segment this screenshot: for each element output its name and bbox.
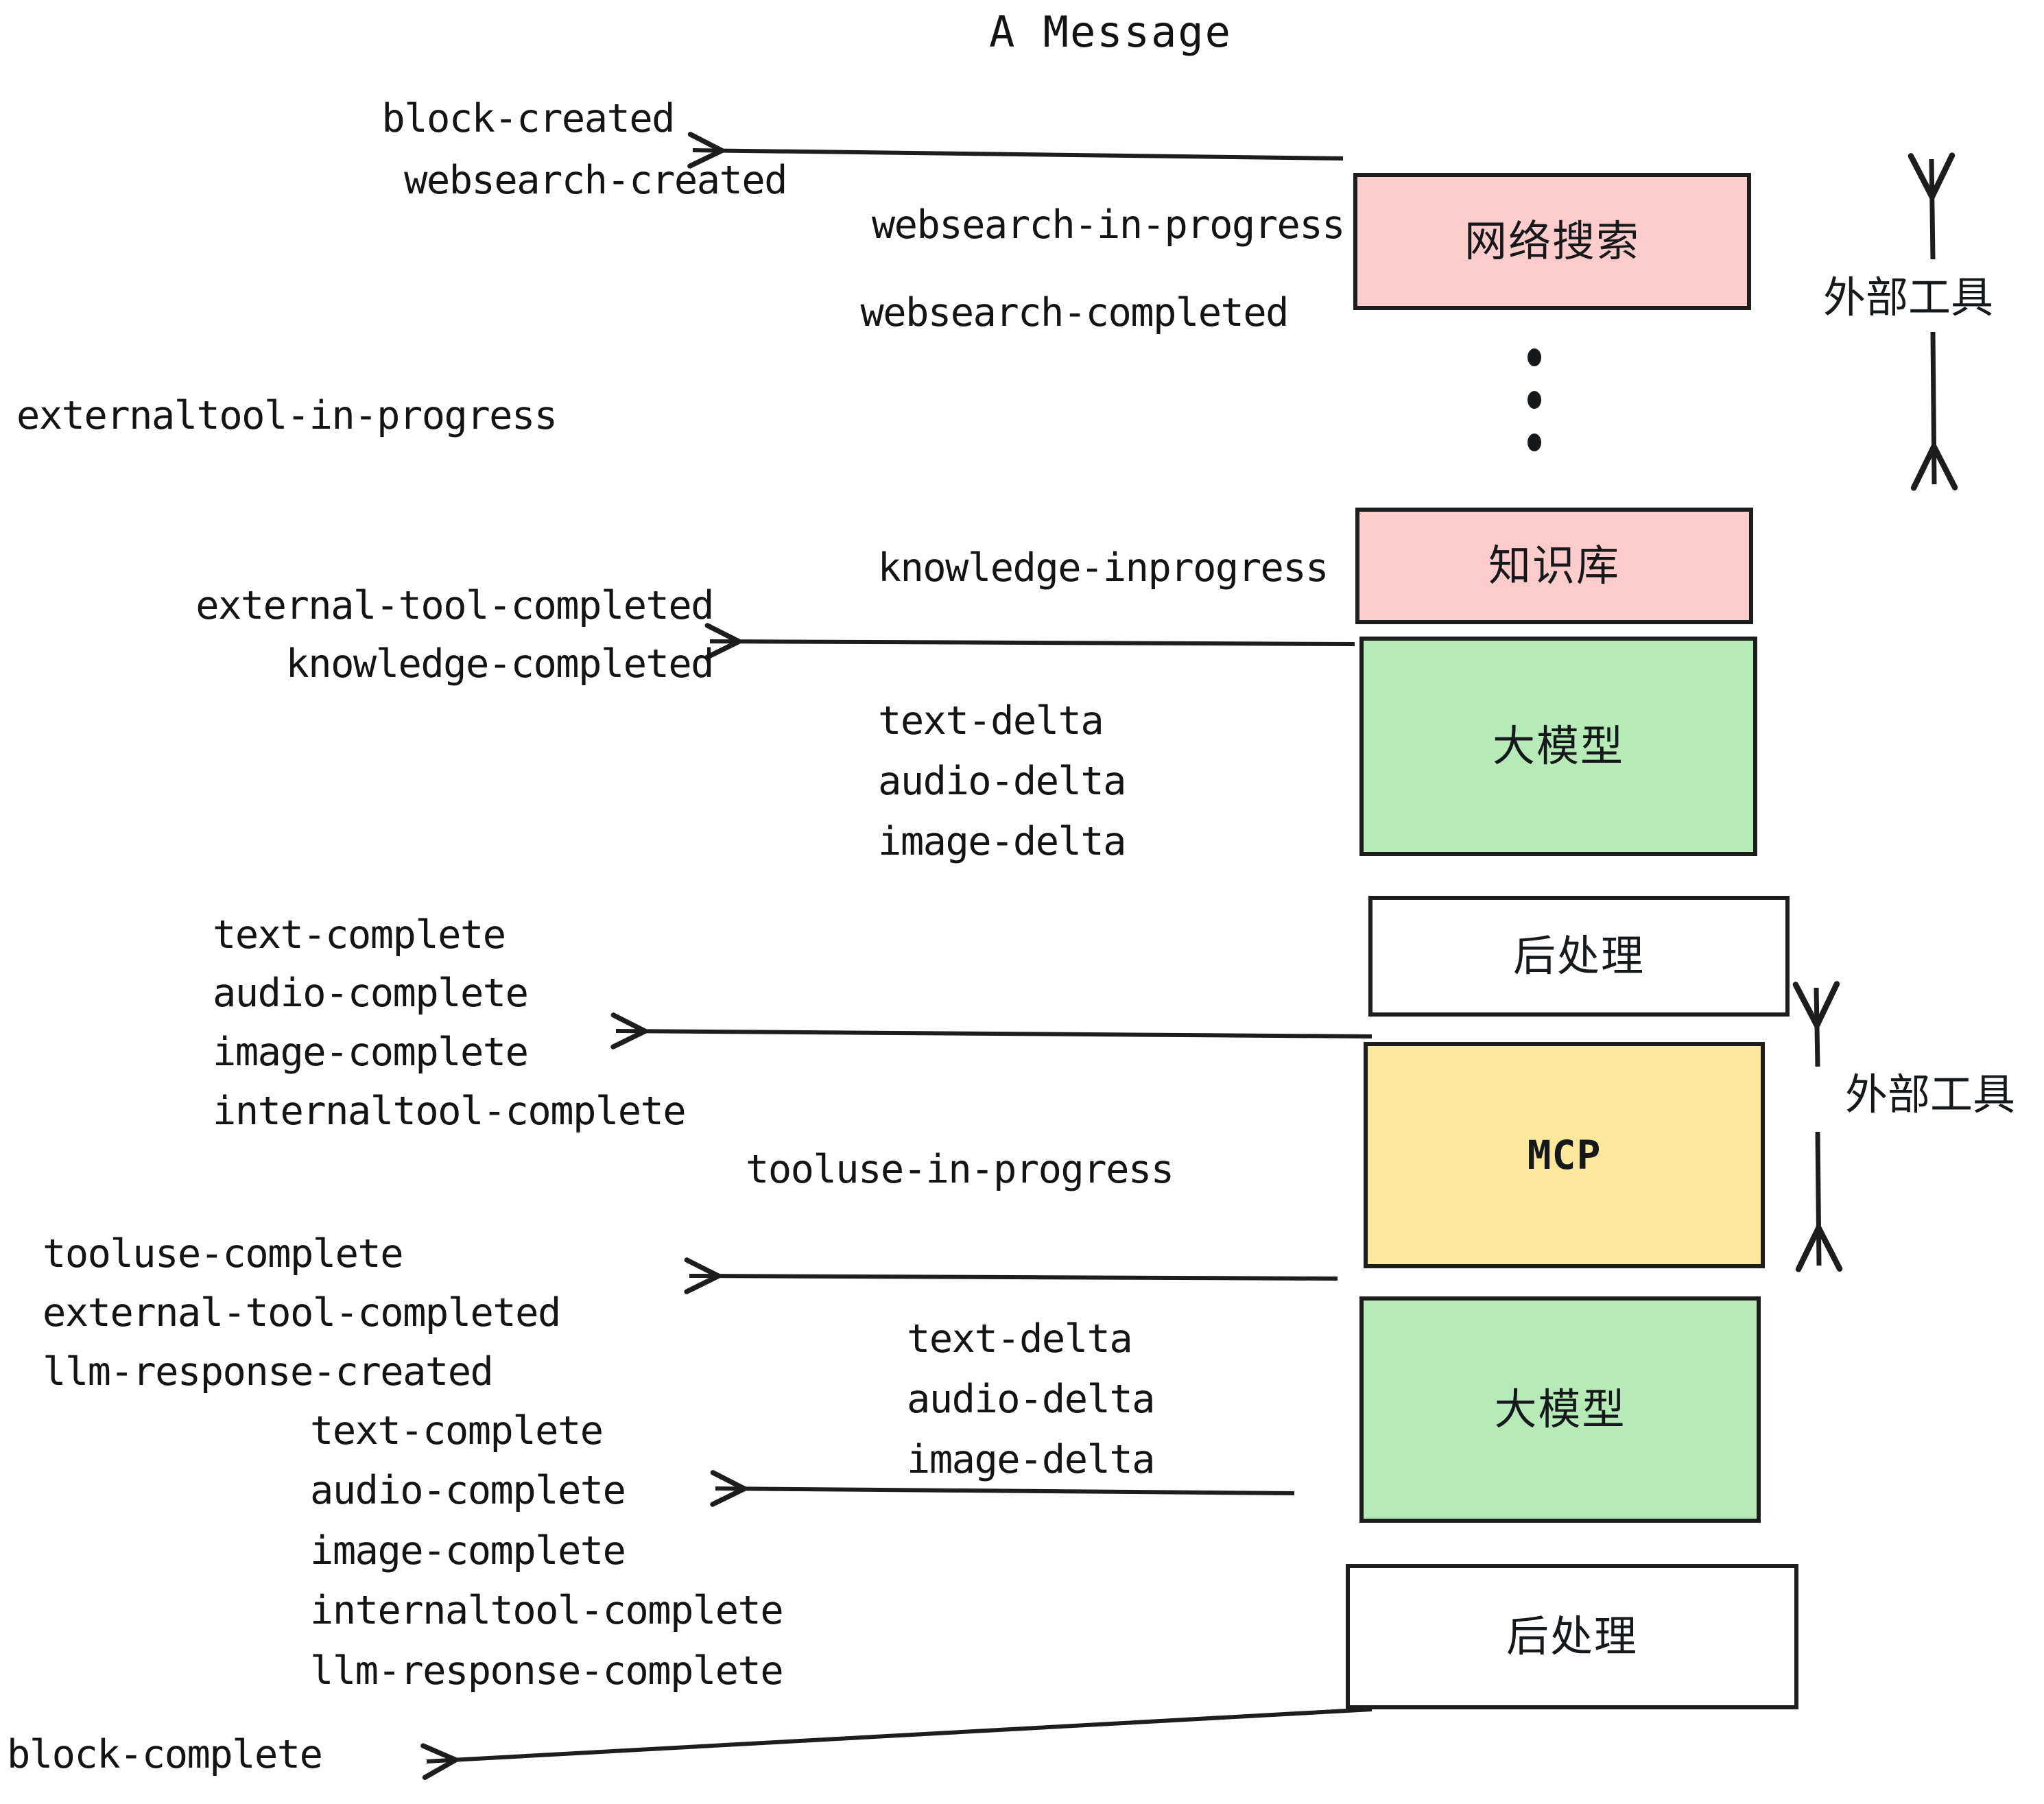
- side-label-external-tools-bottom: 外部工具: [1845, 1069, 2016, 1119]
- arrow-external-tools-bottom-down: [1795, 1131, 1843, 1272]
- event-label-block-complete: block-complete: [7, 1732, 323, 1777]
- stage-label-websearch: 网络搜索: [1464, 216, 1640, 266]
- ellipsis-dot: [1528, 348, 1541, 366]
- stage-label-knowledge: 知识库: [1488, 541, 1620, 591]
- event-label-block-created: block-created: [381, 96, 675, 141]
- event-label-internaltool-complete-1: internaltool-complete: [213, 1089, 687, 1134]
- event-label-llm-response-created: llm-response-created: [43, 1349, 494, 1394]
- event-label-image-complete-2: image-complete: [310, 1528, 626, 1574]
- stage-box-llm-1[interactable]: 大模型: [1359, 637, 1757, 856]
- event-label-text-delta-2: text-delta: [907, 1316, 1133, 1362]
- event-label-websearch-created: websearch-created: [404, 158, 787, 203]
- arrow-audio-complete: [710, 1470, 1295, 1507]
- stage-label-postprocess-1: 后处理: [1512, 931, 1645, 981]
- diagram-title: A Message: [989, 7, 1232, 57]
- stage-label-llm-2: 大模型: [1494, 1384, 1626, 1434]
- event-label-websearch-in-progress: websearch-in-progress: [871, 202, 1346, 248]
- event-label-tooluse-complete: tooluse-complete: [43, 1231, 404, 1277]
- event-label-externaltool-in-progress: externaltool-in-progress: [16, 393, 558, 438]
- event-label-image-complete-1: image-complete: [213, 1030, 529, 1075]
- stage-box-postprocess-2[interactable]: 后处理: [1346, 1564, 1798, 1709]
- stage-label-llm-1: 大模型: [1492, 721, 1624, 771]
- event-label-external-tool-completed-2: external-tool-completed: [43, 1290, 561, 1336]
- event-label-external-tool-completed-1: external-tool-completed: [195, 583, 714, 628]
- arrow-image-complete: [610, 1012, 1372, 1049]
- stage-box-knowledge[interactable]: 知识库: [1355, 508, 1753, 624]
- arrow-external-tools-top-up: [1908, 152, 1956, 260]
- arrow-knowledge-completed: [704, 623, 1355, 660]
- stage-box-llm-2[interactable]: 大模型: [1359, 1296, 1761, 1523]
- arrow-block-created: [687, 132, 1344, 169]
- event-label-audio-complete-1: audio-complete: [213, 971, 529, 1016]
- event-label-internaltool-complete-2: internaltool-complete: [310, 1588, 784, 1633]
- side-label-external-tools-top: 外部工具: [1823, 272, 1994, 322]
- stage-label-postprocess-2: 后处理: [1506, 1611, 1638, 1661]
- event-label-text-delta-1: text-delta: [878, 698, 1104, 744]
- event-label-audio-delta-1: audio-delta: [878, 759, 1127, 804]
- arrow-tooluse-complete: [684, 1257, 1338, 1294]
- stage-box-mcp[interactable]: MCP: [1364, 1042, 1765, 1268]
- event-label-tooluse-in-progress: tooluse-in-progress: [746, 1147, 1174, 1192]
- event-label-knowledge-completed: knowledge-completed: [285, 641, 714, 687]
- event-label-audio-delta-2: audio-delta: [907, 1377, 1156, 1422]
- arrow-external-tools-top-down: [1910, 331, 1958, 491]
- event-label-knowledge-inprogress: knowledge-inprogress: [877, 545, 1329, 591]
- event-label-text-complete-2: text-complete: [310, 1408, 604, 1453]
- stage-label-mcp: MCP: [1527, 1132, 1602, 1178]
- arrow-block-complete: [420, 1707, 1372, 1780]
- stage-box-websearch[interactable]: 网络搜索: [1353, 173, 1751, 310]
- event-label-audio-complete-2: audio-complete: [310, 1468, 626, 1513]
- stage-box-postprocess-1[interactable]: 后处理: [1368, 896, 1790, 1017]
- event-label-websearch-completed: websearch-completed: [860, 290, 1289, 335]
- arrow-external-tools-bottom-up: [1792, 981, 1840, 1067]
- ellipsis-dot: [1528, 434, 1541, 451]
- event-label-image-delta-2: image-delta: [907, 1437, 1156, 1482]
- event-label-text-complete-1: text-complete: [213, 912, 506, 958]
- event-label-llm-response-complete: llm-response-complete: [310, 1648, 784, 1694]
- event-label-image-delta-1: image-delta: [878, 819, 1127, 864]
- ellipsis-dot: [1528, 391, 1541, 409]
